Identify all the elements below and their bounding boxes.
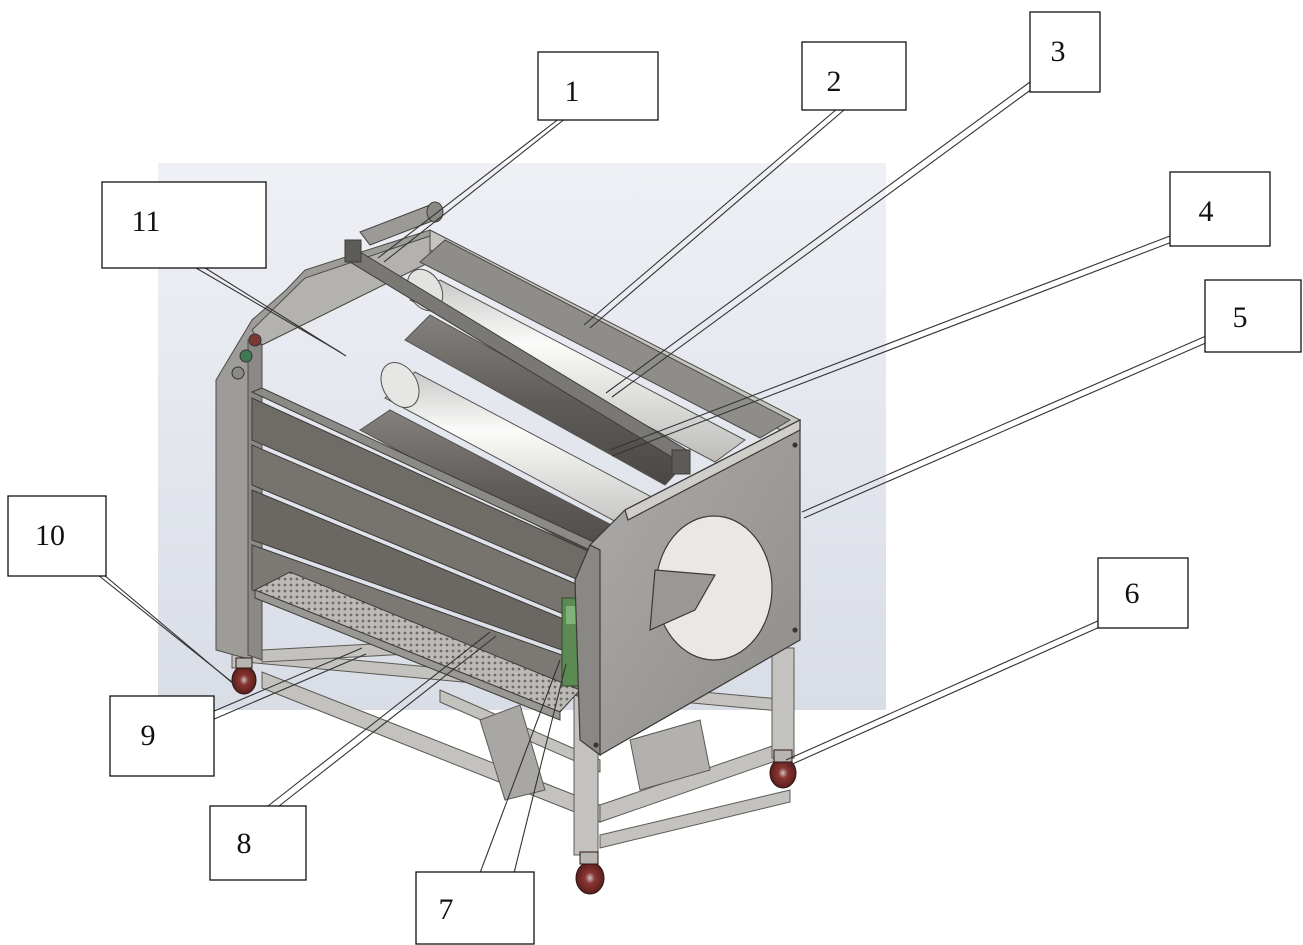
callout-4-label: 4 <box>1199 195 1214 228</box>
control-button-green <box>239 349 253 363</box>
callout-11: 11 <box>101 181 267 269</box>
callout-1: 1 <box>537 51 659 121</box>
callout-1-label: 1 <box>565 75 580 108</box>
roller-assembly <box>359 268 746 571</box>
callout-9-label: 9 <box>141 719 156 752</box>
caster-front <box>575 861 605 895</box>
callout-6: 6 <box>1097 557 1189 629</box>
callout-2: 2 <box>801 41 907 111</box>
control-panel <box>231 333 262 380</box>
machine-illustration <box>215 201 801 895</box>
callout-10-label: 10 <box>35 519 65 552</box>
leader-lines <box>97 81 1209 874</box>
callout-3-label: 3 <box>1051 35 1066 68</box>
control-button-red <box>248 333 262 347</box>
top-shaft <box>344 201 691 475</box>
control-button-grey <box>231 366 245 380</box>
callout-4: 4 <box>1169 171 1271 247</box>
right-cabinet <box>574 419 801 757</box>
callout-6-label: 6 <box>1125 577 1140 610</box>
callout-10: 10 <box>7 495 107 577</box>
callout-7: 7 <box>415 871 535 945</box>
caster-wheels <box>231 657 797 895</box>
callout-5: 5 <box>1204 279 1302 353</box>
callout-7-label: 7 <box>439 893 454 926</box>
callout-5-label: 5 <box>1233 301 1248 334</box>
callout-9: 9 <box>109 695 215 777</box>
callout-2-label: 2 <box>827 65 842 98</box>
callout-8: 8 <box>209 805 307 881</box>
callout-11-label: 11 <box>132 205 161 238</box>
caster-left <box>231 665 257 695</box>
callout-3: 3 <box>1029 11 1101 93</box>
callout-8-label: 8 <box>237 827 252 860</box>
